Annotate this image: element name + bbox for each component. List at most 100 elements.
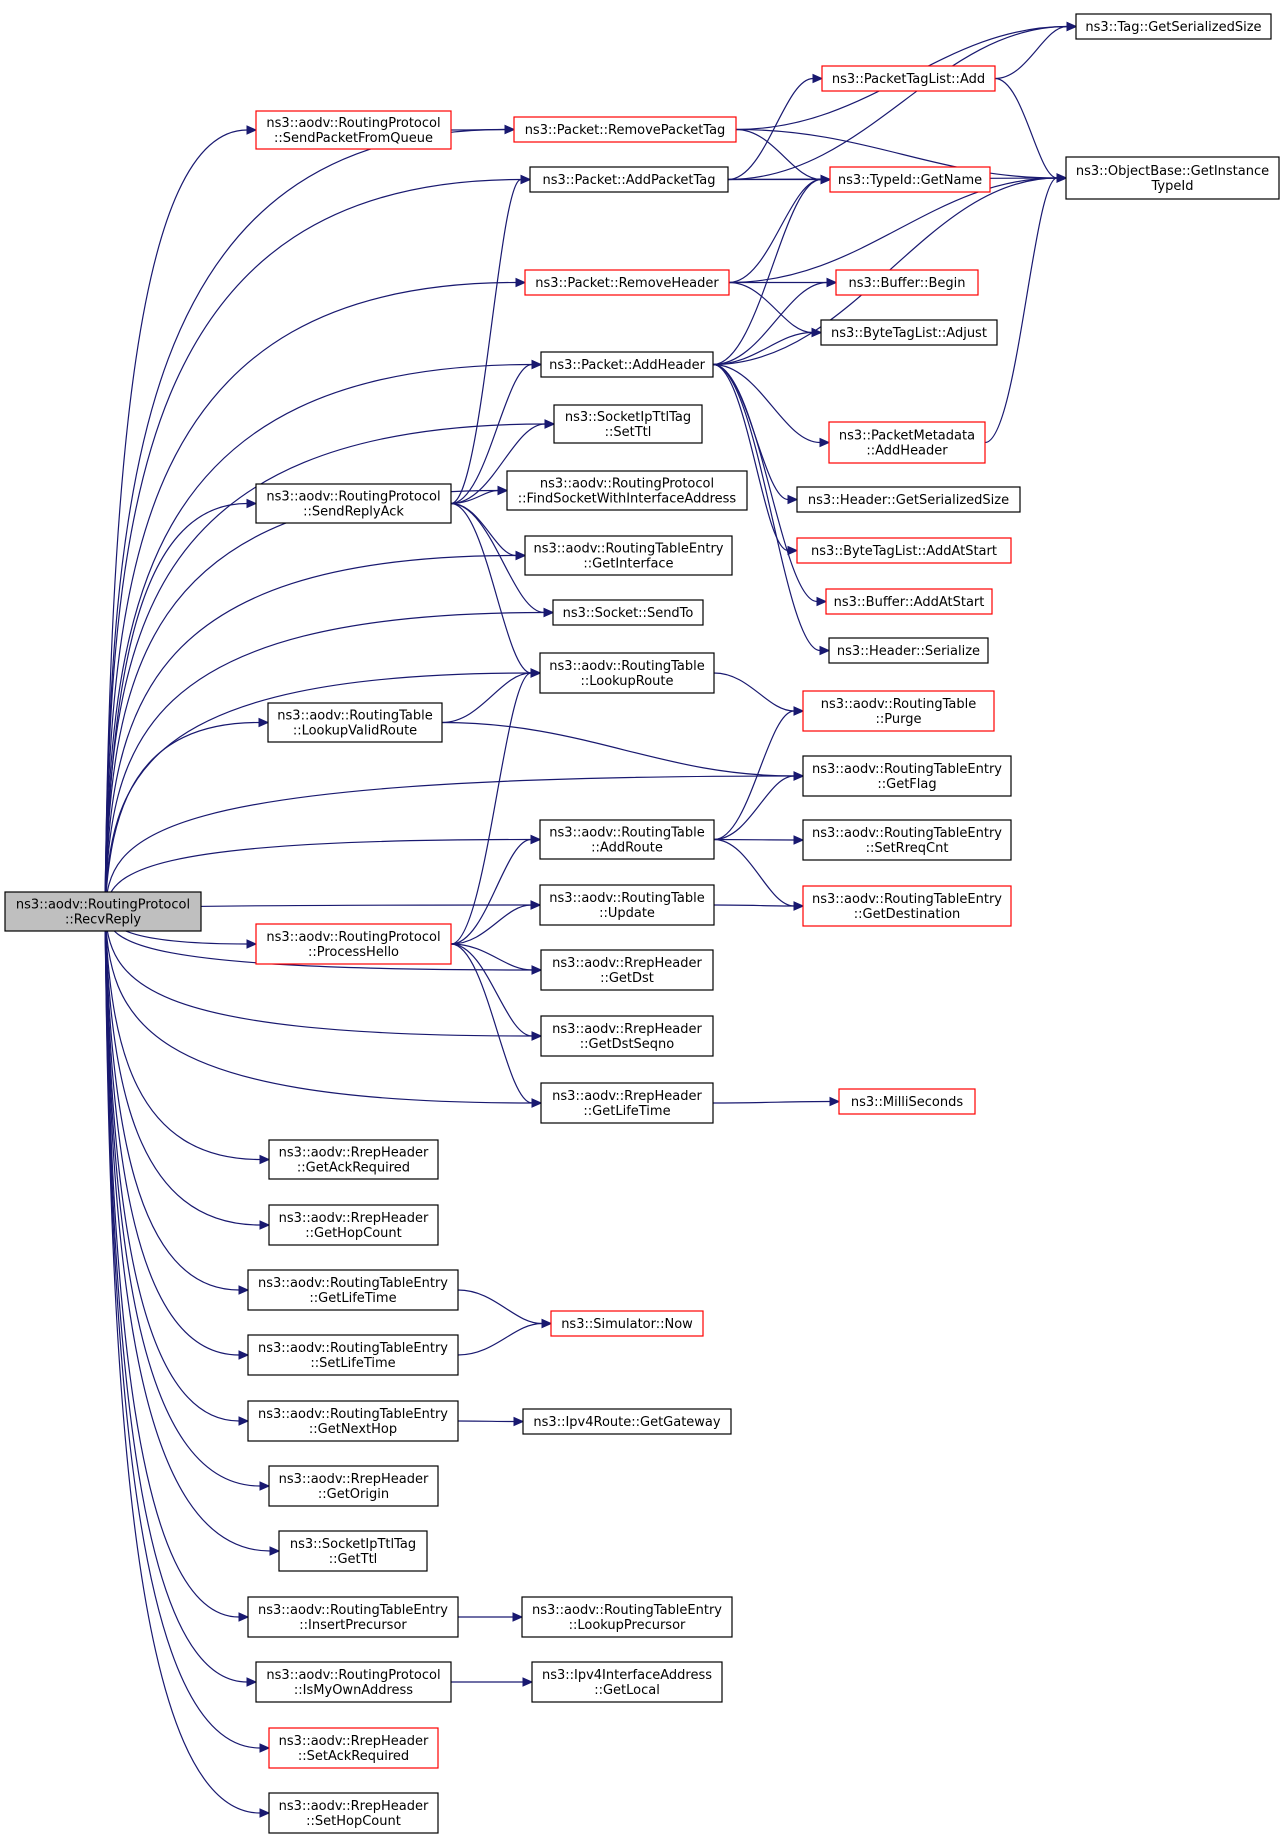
node-box <box>540 1015 714 1057</box>
node-update[interactable]: ns3::aodv::RoutingTable::Update <box>539 884 715 926</box>
node-get-hop-count[interactable]: ns3::aodv::RrepHeader::GetHopCount <box>268 1204 439 1246</box>
node-header-serialize[interactable]: ns3::Header::Serialize <box>828 637 989 664</box>
edge-send-reply-ack-to-rteget-interface <box>450 502 517 557</box>
node-set-rreq-cnt[interactable]: ns3::aodv::RoutingTableEntry::SetRreqCnt <box>802 819 1012 861</box>
node-get-next-hop[interactable]: ns3::aodv::RoutingTableEntry::GetNextHop <box>247 1400 459 1442</box>
node-process-hello[interactable]: ns3::aodv::RoutingProtocol::ProcessHello <box>255 923 452 965</box>
node-box <box>513 116 737 143</box>
edge-rteset-life-time-to-simulator-now <box>457 1322 543 1356</box>
node-get-local[interactable]: ns3::Ipv4InterfaceAddress::GetLocal <box>531 1661 723 1703</box>
node-label-line: ns3::Buffer::Begin <box>848 276 965 291</box>
node-box <box>267 702 443 743</box>
edge-process-hello-to-get-dst <box>450 943 533 971</box>
node-buffer-begin[interactable]: ns3::Buffer::Begin <box>835 269 979 296</box>
edge-recv-reply-to-send-packet-from-queue <box>104 129 248 912</box>
node-packet-tag-list-add[interactable]: ns3::PacketTagList::Add <box>821 65 996 92</box>
node-label-line: ns3::aodv::RoutingTableEntry <box>812 762 1002 777</box>
arrowhead <box>246 1677 258 1687</box>
node-find-socket[interactable]: ns3::aodv::RoutingProtocol::FindSocketWi… <box>506 470 748 511</box>
node-get-dst[interactable]: ns3::aodv::RrepHeader::GetDst <box>540 949 714 991</box>
edge-send-reply-ack-to-find-socket <box>450 489 499 505</box>
node-recv-reply[interactable]: ns3::aodv::RoutingProtocol::RecvReply <box>4 891 202 932</box>
node-send-packet-from-queue[interactable]: ns3::aodv::RoutingProtocol::SendPacketFr… <box>255 110 452 150</box>
node-box <box>539 819 715 860</box>
node-tag-get-serialized-size[interactable]: ns3::Tag::GetSerializedSize <box>1075 13 1272 40</box>
node-box <box>838 1088 976 1115</box>
node-label-line: ns3::aodv::RoutingProtocol <box>266 1668 440 1683</box>
edge-recv-reply-to-rteset-life-time <box>104 911 240 1356</box>
node-milli-seconds[interactable]: ns3::MilliSeconds <box>838 1088 976 1115</box>
edge-recv-reply-to-lookup-route <box>104 672 532 912</box>
node-add-packet-tag[interactable]: ns3::Packet::AddPacketTag <box>529 166 729 193</box>
node-label-line: ns3::PacketTagList::Add <box>832 72 985 87</box>
node-box <box>247 1334 459 1376</box>
node-pmadd-header[interactable]: ns3::PacketMetadata::AddHeader <box>828 421 986 464</box>
node-insert-precursor[interactable]: ns3::aodv::RoutingTableEntry::InsertPrec… <box>247 1596 459 1638</box>
node-get-ttl[interactable]: ns3::SocketIpTtlTag::GetTtl <box>278 1530 428 1572</box>
node-set-hop-count[interactable]: ns3::aodv::RrepHeader::SetHopCount <box>268 1792 439 1834</box>
node-lookup-valid-route[interactable]: ns3::aodv::RoutingTable::LookupValidRout… <box>267 702 443 743</box>
node-box <box>524 269 730 296</box>
edge-add-route-to-get-destination <box>713 838 795 907</box>
node-header-get-serialized-size[interactable]: ns3::Header::GetSerializedSize <box>796 486 1021 513</box>
node-rrep-get-life-time[interactable]: ns3::aodv::RrepHeader::GetLifeTime <box>540 1082 714 1124</box>
arrowhead <box>530 834 542 845</box>
node-add-header[interactable]: ns3::Packet::AddHeader <box>540 351 714 378</box>
node-purge[interactable]: ns3::aodv::RoutingTable::Purge <box>802 690 995 732</box>
edge-recv-reply-to-add-packet-tag <box>104 178 522 912</box>
edge-remove-header-to-get-instance-type-id <box>728 177 1058 284</box>
node-simulator-now[interactable]: ns3::Simulator::Now <box>550 1310 704 1337</box>
node-label-line: ns3::aodv::RrepHeader <box>552 956 702 971</box>
node-byte-tag-list-add-at-start[interactable]: ns3::ByteTagList::AddAtStart <box>796 537 1012 564</box>
node-box <box>247 1596 459 1638</box>
edge-add-packet-tag-to-tag-get-serialized-size <box>727 25 1068 181</box>
node-box <box>247 1400 459 1442</box>
arrowhead <box>522 1677 534 1687</box>
node-is-my-own-address[interactable]: ns3::aodv::RoutingProtocol::IsMyOwnAddre… <box>255 1661 452 1703</box>
node-get-flag[interactable]: ns3::aodv::RoutingTableEntry::GetFlag <box>802 755 1012 797</box>
node-rteget-interface[interactable]: ns3::aodv::RoutingTableEntry::GetInterfa… <box>524 535 733 576</box>
node-get-gateway[interactable]: ns3::Ipv4Route::GetGateway <box>522 1408 732 1435</box>
arrowhead <box>819 437 831 448</box>
edge-send-reply-ack-to-add-packet-tag <box>450 178 522 505</box>
arrowhead <box>515 277 527 288</box>
node-label-line: ns3::aodv::RrepHeader <box>552 1022 702 1037</box>
edge-recv-reply-to-set-hop-count <box>104 911 261 1814</box>
node-rteset-life-time[interactable]: ns3::aodv::RoutingTableEntry::SetLifeTim… <box>247 1334 459 1376</box>
edge-recv-reply-to-rteget-interface <box>104 554 517 912</box>
node-remove-header[interactable]: ns3::Packet::RemoveHeader <box>524 269 730 296</box>
node-label-line: ::SetAckRequired <box>298 1749 409 1764</box>
node-rteget-life-time[interactable]: ns3::aodv::RoutingTableEntry::GetLifeTim… <box>247 1269 459 1311</box>
node-add-route[interactable]: ns3::aodv::RoutingTable::AddRoute <box>539 819 715 860</box>
node-type-id-get-name[interactable]: ns3::TypeId::GetName <box>829 166 991 193</box>
arrowhead <box>497 485 509 496</box>
arrowhead <box>530 668 542 678</box>
node-label-line: ns3::Ipv4Route::GetGateway <box>533 1415 720 1430</box>
edge-add-header-to-pmadd-header <box>712 363 821 444</box>
node-label-line: ::SetTtl <box>605 425 652 440</box>
arrowhead <box>238 1416 250 1426</box>
edges-layer <box>104 21 1078 1818</box>
node-buffer-add-at-start[interactable]: ns3::Buffer::AddAtStart <box>825 588 993 615</box>
node-label-line: ns3::aodv::RoutingTableEntry <box>533 542 723 557</box>
node-set-ttl[interactable]: ns3::SocketIpTtlTag::SetTtl <box>553 404 703 444</box>
arrowhead <box>238 1612 250 1622</box>
edge-recv-reply-to-rteget-life-time <box>104 911 240 1291</box>
node-label-line: ns3::aodv::RoutingTable <box>277 709 432 724</box>
node-get-ack-required[interactable]: ns3::aodv::RrepHeader::GetAckRequired <box>268 1139 439 1180</box>
node-box <box>268 1204 439 1246</box>
node-label-line: ::GetDestination <box>854 907 961 922</box>
node-get-destination[interactable]: ns3::aodv::RoutingTableEntry::GetDestina… <box>802 885 1012 927</box>
node-get-origin[interactable]: ns3::aodv::RrepHeader::GetOrigin <box>268 1465 439 1507</box>
arrowhead <box>829 1096 841 1107</box>
node-get-dst-seqno[interactable]: ns3::aodv::RrepHeader::GetDstSeqno <box>540 1015 714 1057</box>
node-lookup-route[interactable]: ns3::aodv::RoutingTable::LookupRoute <box>539 652 715 694</box>
node-remove-packet-tag[interactable]: ns3::Packet::RemovePacketTag <box>513 116 737 143</box>
node-set-ack-required[interactable]: ns3::aodv::RrepHeader::SetAckRequired <box>268 1727 439 1769</box>
node-byte-tag-list-adjust[interactable]: ns3::ByteTagList::Adjust <box>820 319 998 346</box>
node-lookup-precursor[interactable]: ns3::aodv::RoutingTableEntry::LookupPrec… <box>521 1596 733 1638</box>
node-socket-send-to[interactable]: ns3::Socket::SendTo <box>552 599 704 626</box>
node-box <box>531 1661 723 1703</box>
node-send-reply-ack[interactable]: ns3::aodv::RoutingProtocol::SendReplyAck <box>255 483 452 524</box>
